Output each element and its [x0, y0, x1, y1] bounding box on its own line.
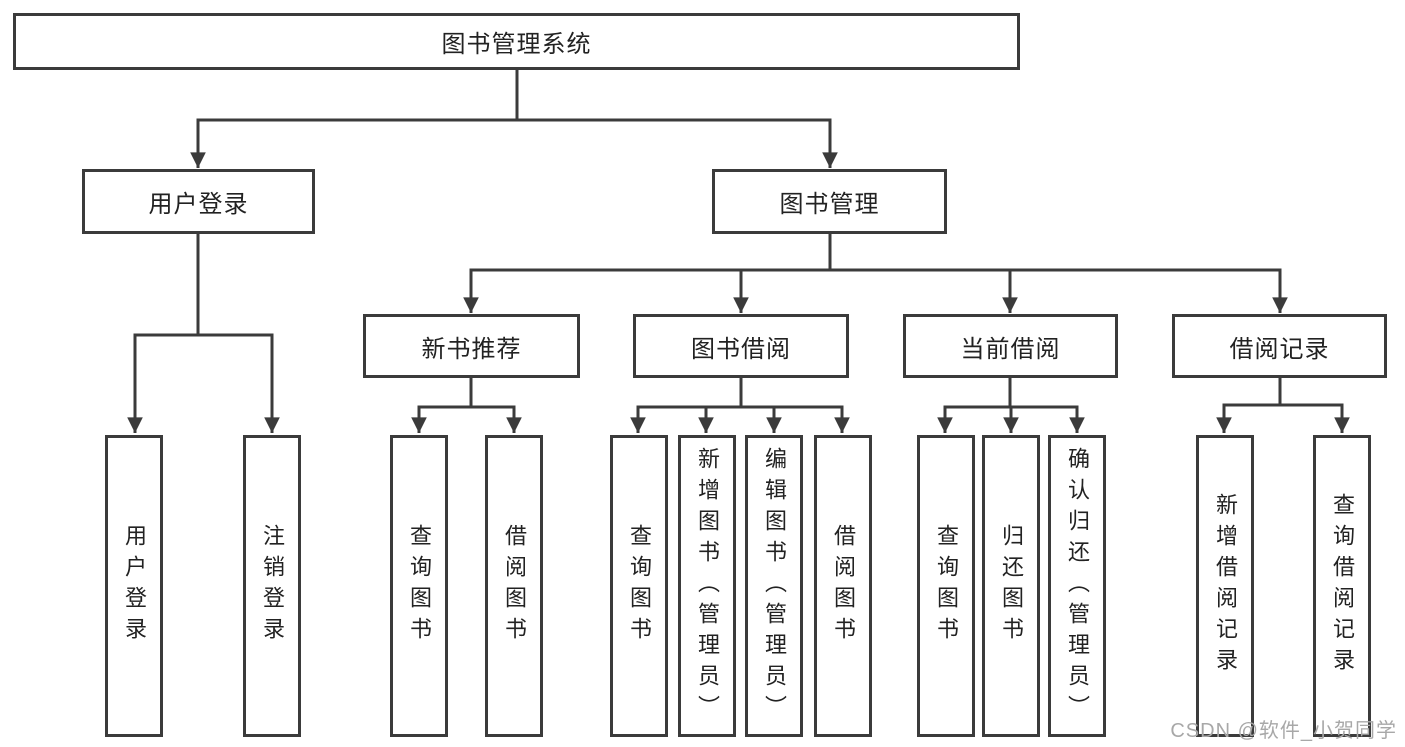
leaf-br-query-record-label: 查询借阅记录 [1330, 493, 1355, 679]
leaf-user-login: 用户登录 [105, 435, 163, 737]
leaf-cb-return-book-label: 归还图书 [999, 524, 1024, 648]
node-new-book-recommend: 新书推荐 [363, 314, 580, 378]
node-borrow-record: 借阅记录 [1172, 314, 1387, 378]
node-root-label: 图书管理系统 [441, 31, 592, 58]
leaf-bb-borrow-book-label: 借阅图书 [831, 524, 856, 648]
node-book-borrow: 图书借阅 [633, 314, 849, 378]
leaf-logout-label: 注销登录 [260, 524, 285, 648]
node-current-borrow: 当前借阅 [903, 314, 1118, 378]
leaf-nr-query-book-label: 查询图书 [407, 524, 432, 648]
leaf-br-add-record-label: 新增借阅记录 [1213, 493, 1238, 679]
node-current-borrow-label: 当前借阅 [960, 335, 1061, 363]
leaf-cb-query-book: 查询图书 [917, 435, 975, 737]
leaf-nr-query-book: 查询图书 [390, 435, 448, 737]
leaf-bb-edit-book-label: 编辑图书（管理员） [762, 446, 787, 726]
leaf-bb-edit-book: 编辑图书（管理员） [745, 435, 803, 737]
leaf-cb-confirm-return-label: 确认归还（管理员） [1065, 446, 1090, 726]
node-borrow-record-label: 借阅记录 [1229, 335, 1330, 363]
node-user-login: 用户登录 [82, 169, 315, 234]
leaf-bb-add-book: 新增图书（管理员） [678, 435, 736, 737]
watermark: CSDN @软件_小贺同学 [1170, 720, 1397, 742]
leaf-cb-return-book: 归还图书 [982, 435, 1040, 737]
leaf-bb-borrow-book: 借阅图书 [814, 435, 872, 737]
node-book-management-label: 图书管理 [779, 191, 880, 218]
leaf-bb-query-book: 查询图书 [610, 435, 668, 737]
leaf-bb-query-book-label: 查询图书 [627, 524, 652, 648]
leaf-cb-confirm-return: 确认归还（管理员） [1048, 435, 1106, 737]
leaf-logout: 注销登录 [243, 435, 301, 737]
node-user-login-label: 用户登录 [148, 191, 249, 218]
node-book-management: 图书管理 [712, 169, 947, 234]
node-root: 图书管理系统 [13, 13, 1020, 70]
leaf-nr-borrow-book-label: 借阅图书 [502, 524, 527, 648]
leaf-nr-borrow-book: 借阅图书 [485, 435, 543, 737]
node-new-book-recommend-label: 新书推荐 [421, 335, 522, 363]
leaf-cb-query-book-label: 查询图书 [934, 524, 959, 648]
leaf-br-query-record: 查询借阅记录 [1313, 435, 1371, 737]
leaf-user-login-label: 用户登录 [122, 524, 147, 648]
leaf-bb-add-book-label: 新增图书（管理员） [695, 446, 720, 726]
node-book-borrow-label: 图书借阅 [691, 335, 791, 363]
leaf-br-add-record: 新增借阅记录 [1196, 435, 1254, 737]
